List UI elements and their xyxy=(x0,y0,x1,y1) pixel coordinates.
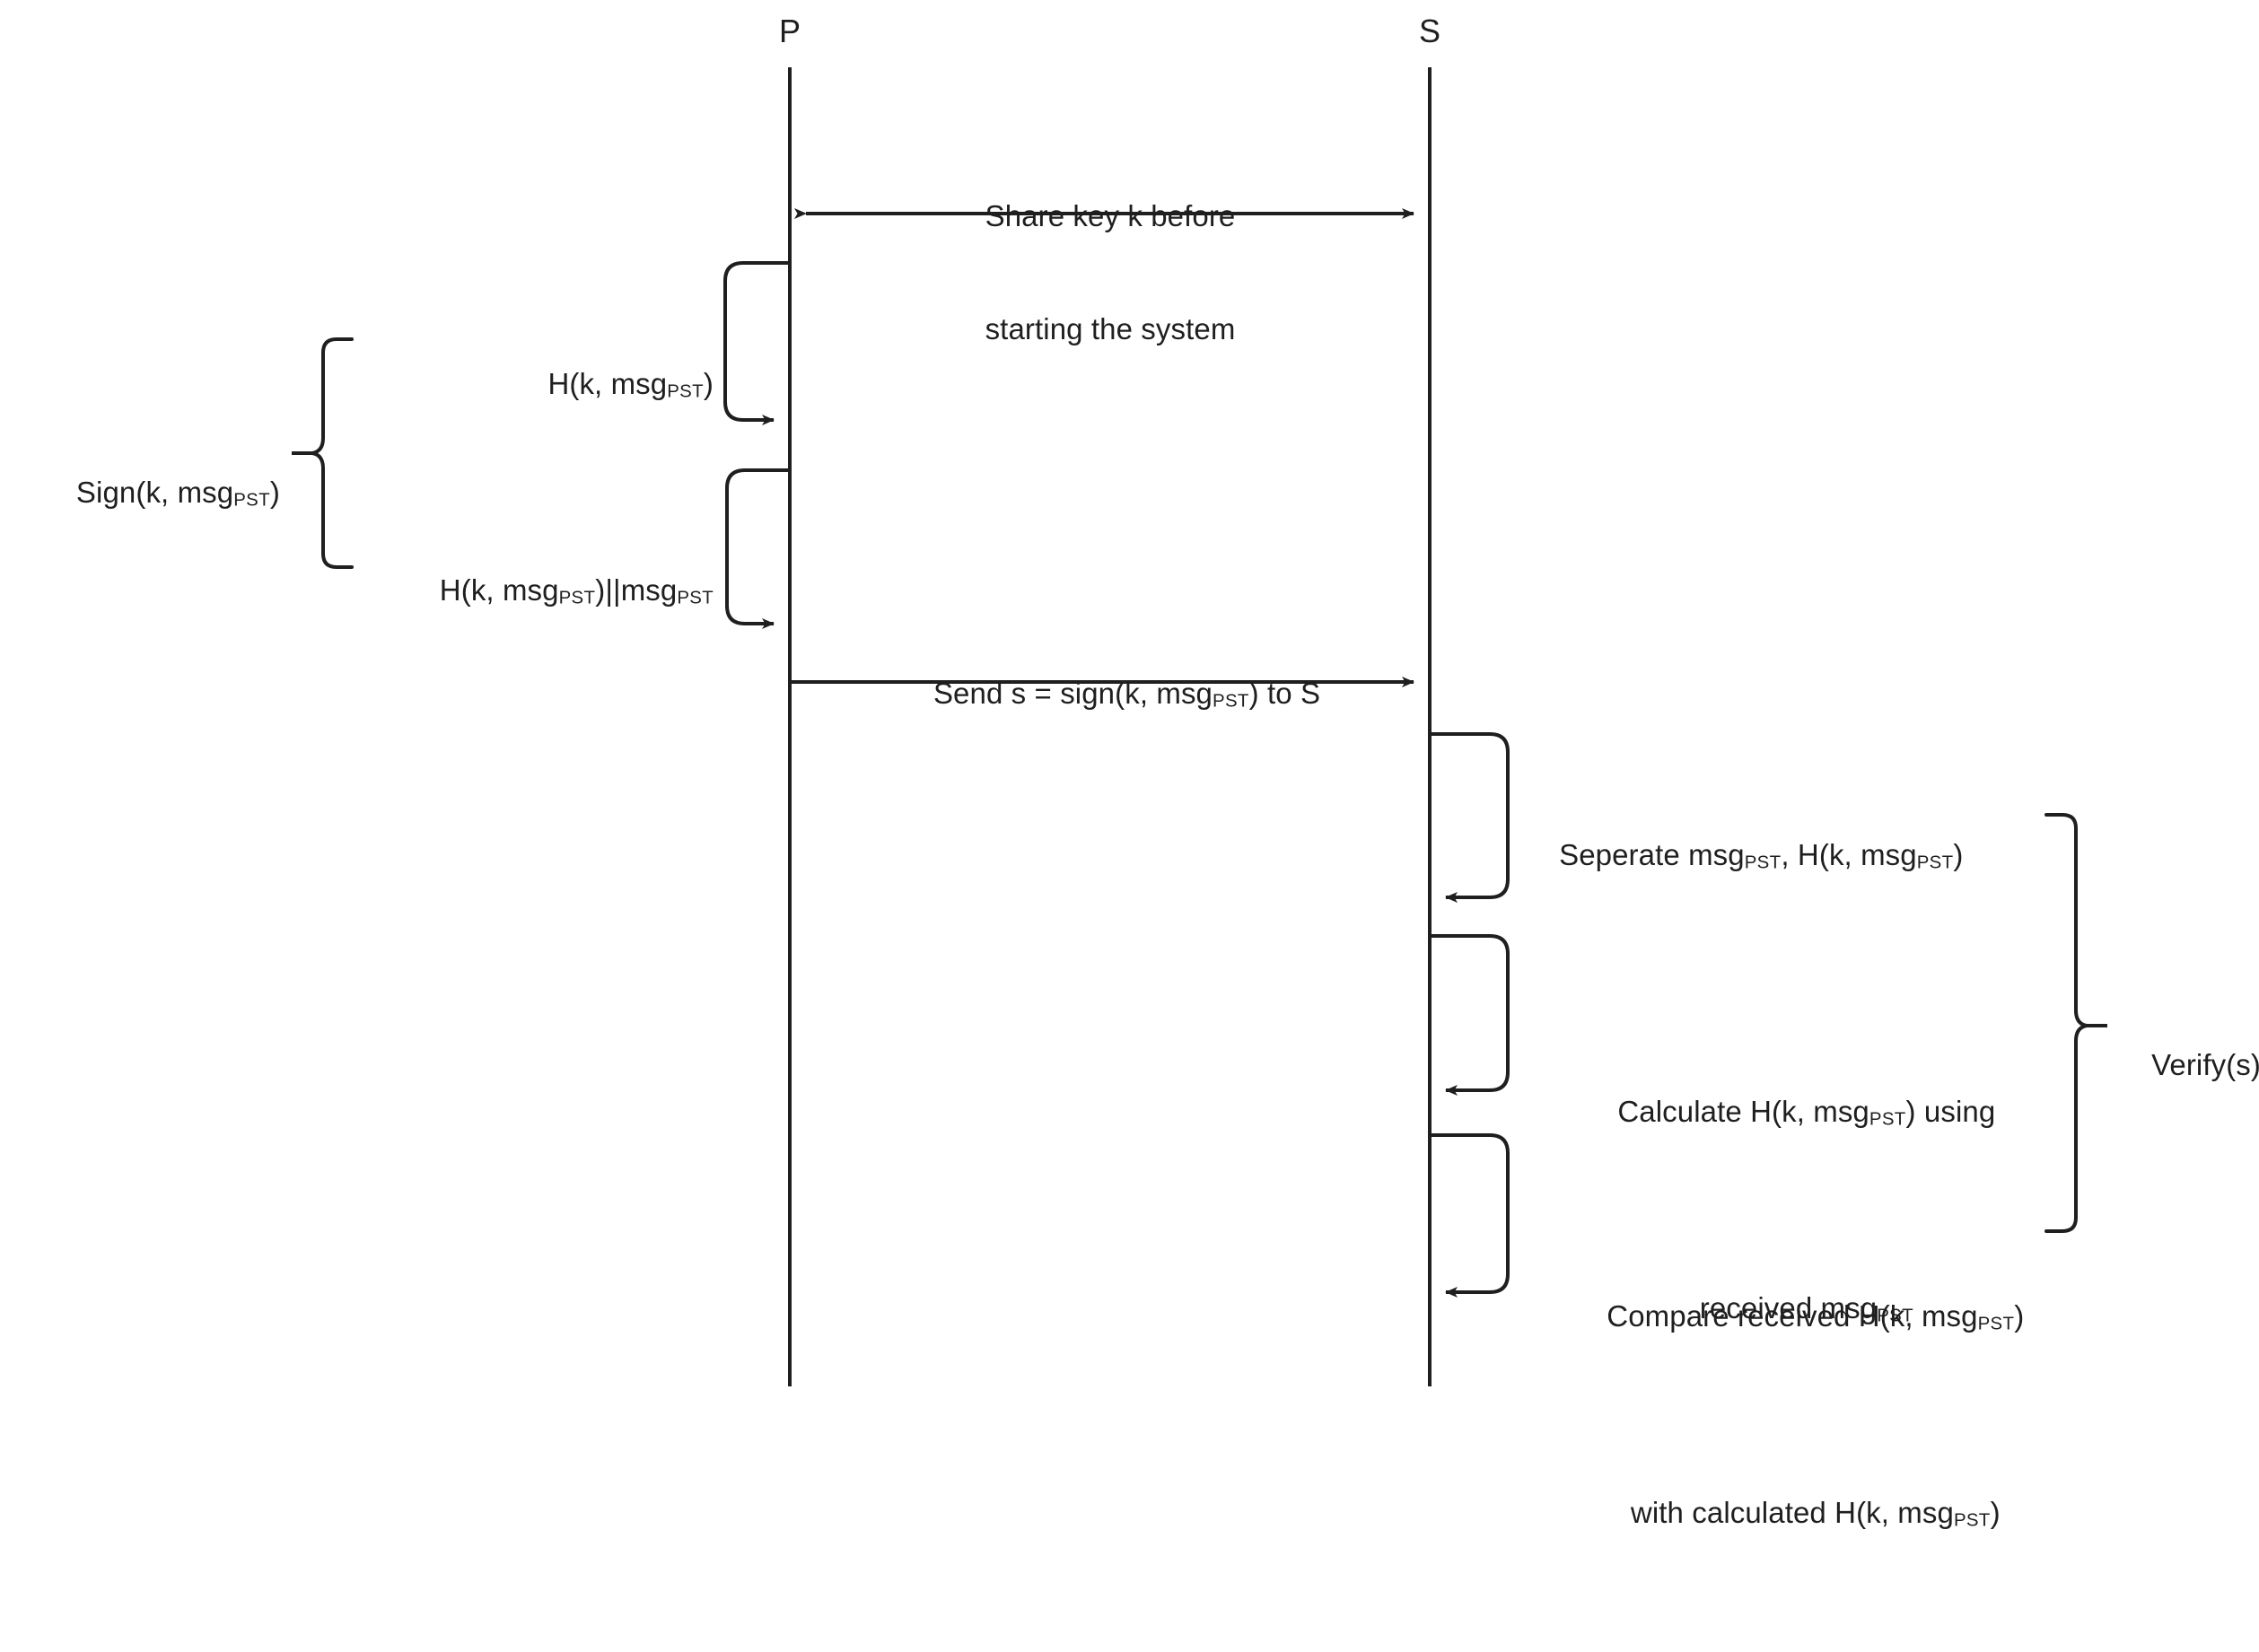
sequence-diagram-canvas xyxy=(292,67,2107,1386)
self-call-label-compare-hash: Compare received H(k, msgPST) with calcu… xyxy=(1557,1184,2025,1652)
subscript-pst: PST xyxy=(1213,690,1249,712)
sequence-diagram-root: P S Share key k before starting the syst… xyxy=(75,13,2259,1530)
subscript-pst: PST xyxy=(1744,852,1782,873)
self-call-label-separate: Seperate msgPST, H(k, msgPST) xyxy=(1559,838,1964,873)
brace-label-verify: Verify(s) xyxy=(2151,1048,2259,1081)
share-key-line-2: starting the system xyxy=(985,312,1236,345)
subscript-pst: PST xyxy=(1916,852,1954,873)
share-key-line-1: Share key k before xyxy=(985,199,1236,232)
subscript-pst: PST xyxy=(1977,1313,2015,1334)
self-call-label-hash-msg: H(k, msgPST) xyxy=(547,367,714,402)
calculate-hash-line-1: Calculate H(k, msgPST) using xyxy=(1617,1095,1996,1130)
subscript-pst: PST xyxy=(1869,1108,1906,1130)
brace-label-sign: Sign(k, msgPST) xyxy=(75,476,280,511)
message-label-share-key: Share key k before starting the system xyxy=(985,122,1236,424)
calculate-hash-line-2: received msgPST xyxy=(1699,1290,1913,1326)
self-call-label-concat-hash-msg: H(k, msgPST)||msgPST xyxy=(439,573,714,608)
subscript-pst: PST xyxy=(1953,1509,1991,1531)
self-call-compare-hash xyxy=(1430,1133,1510,1298)
subscript-pst: PST xyxy=(558,587,596,608)
message-label-send-signature: Send s = sign(k, msgPST) to S xyxy=(932,677,1321,712)
subscript-pst: PST xyxy=(1877,1305,1913,1326)
self-call-separate xyxy=(1430,732,1510,903)
subscript-pst: PST xyxy=(667,380,704,402)
self-call-hash-msg xyxy=(723,261,790,425)
subscript-pst: PST xyxy=(233,489,270,511)
actor-label-s: S xyxy=(1418,13,1441,49)
self-call-calculate-hash xyxy=(1430,934,1510,1096)
compare-hash-line-2: with calculated H(k, msgPST) xyxy=(1630,1495,2001,1531)
compare-hash-line-1: Compare received H(k, msgPST) xyxy=(1607,1299,2025,1334)
brace-verify xyxy=(2044,813,2107,1233)
self-call-concat-hash-msg xyxy=(725,468,790,629)
self-call-label-calculate-hash: Calculate H(k, msgPST) using received ms… xyxy=(1568,980,1996,1447)
actor-label-p: P xyxy=(778,13,801,49)
brace-sign xyxy=(292,337,354,569)
subscript-pst: PST xyxy=(677,587,714,608)
